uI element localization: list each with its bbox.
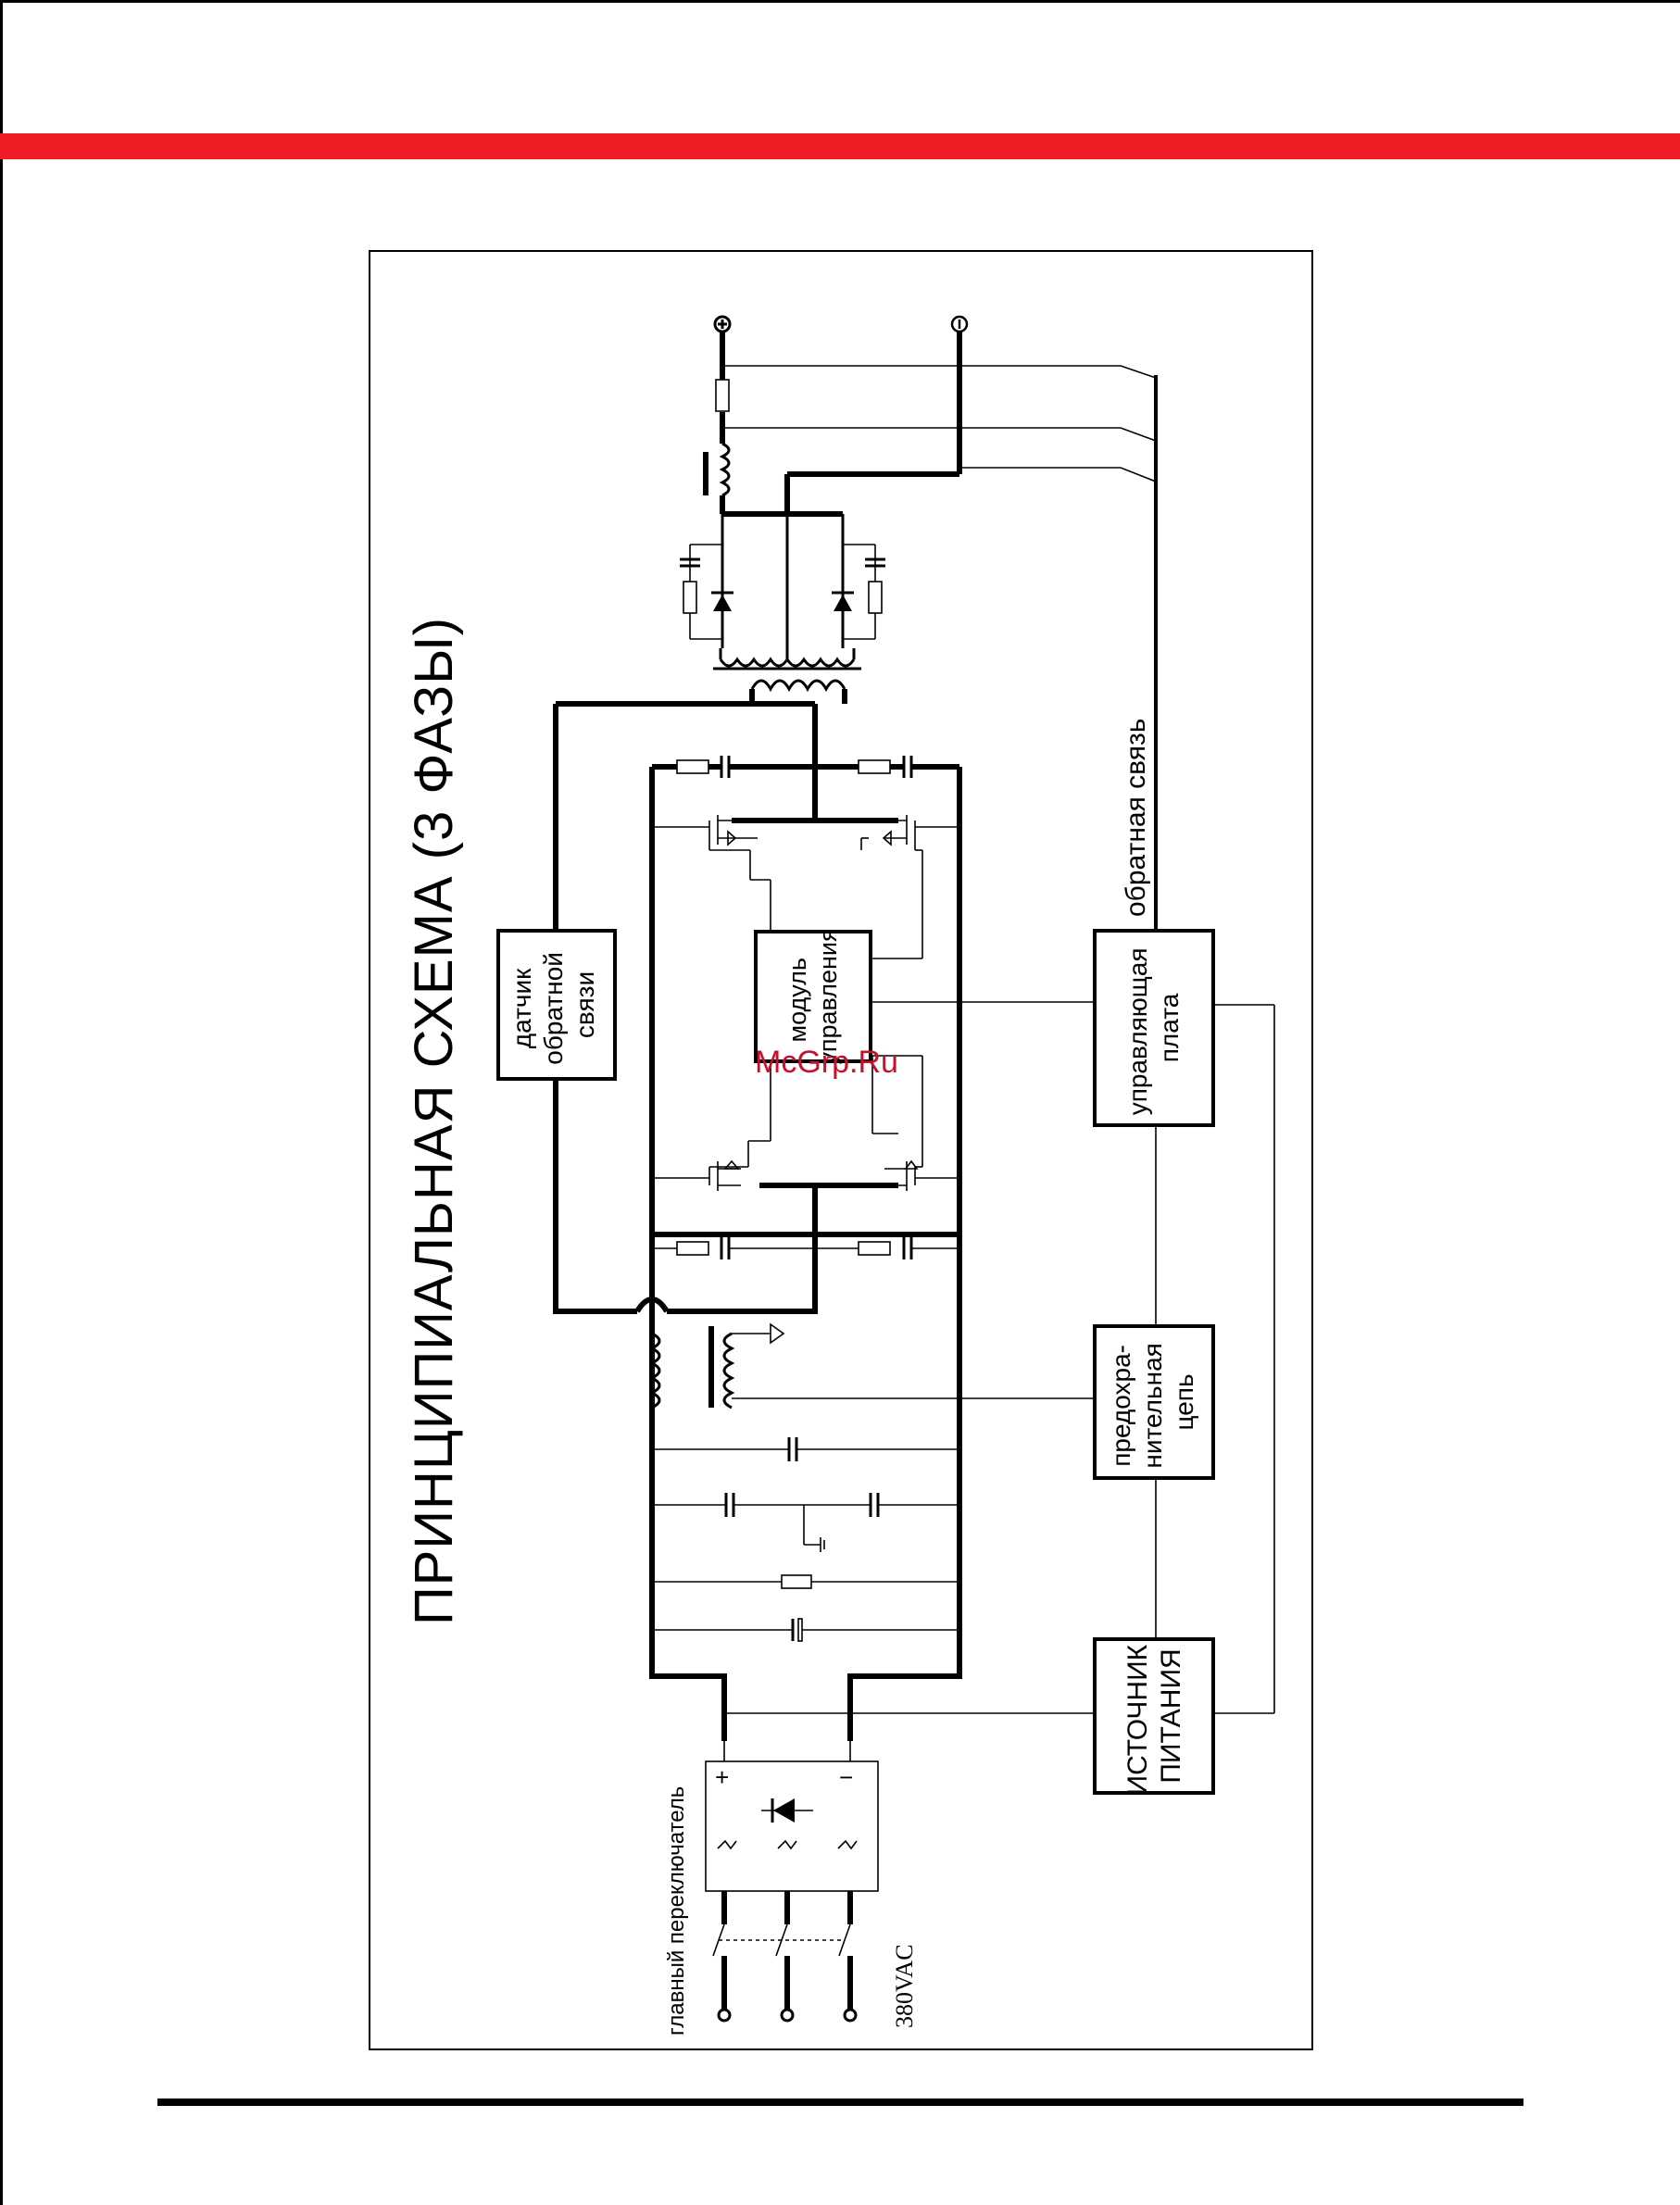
protection-circuit-line3: цепь — [1170, 1373, 1198, 1430]
power-source-line1: ИСТОЧНИК — [1122, 1644, 1153, 1795]
control-board-line2: плата — [1155, 993, 1184, 1062]
protection-circuit-line2: нительная — [1138, 1343, 1167, 1468]
main-switch-label: главный переключатель — [664, 1786, 689, 2036]
top-accent-bar — [0, 133, 1680, 159]
bottom-rule — [157, 2099, 1523, 2106]
page-left-rule — [0, 0, 3, 2205]
rectifier-plus-label: + — [715, 1763, 729, 1791]
watermark-text: McGrp.Ru — [755, 1045, 898, 1080]
page-top-rule — [0, 0, 1680, 3]
protection-circuit-block: предохра- нительная цепь — [1095, 1326, 1213, 1478]
feedback-sensor-line2: обратной — [539, 952, 568, 1065]
feedback-label: обратная связь — [1121, 719, 1151, 917]
diagram-title: ПРИНЦИПИАЛЬНАЯ СХЕМА (3 ФАЗЫ) — [404, 617, 464, 1625]
protection-circuit-line1: предохра- — [1107, 1345, 1135, 1467]
mains-voltage-label: 380VAC — [891, 1944, 918, 2028]
lower-bridge-half — [652, 1056, 959, 1304]
feedback-sensor-line1: датчик — [508, 968, 536, 1048]
control-board-line1: управляющая — [1123, 947, 1152, 1115]
power-source-line2: ПИТАНИЯ — [1156, 1648, 1186, 1783]
rectifier-minus-label: − — [839, 1763, 853, 1791]
output-transformer — [556, 317, 967, 933]
feedback-sensor-block: датчик обратной связи — [498, 931, 615, 1079]
feedback-sensor-line3: связи — [570, 971, 599, 1038]
power-source-block: ИСТОЧНИК ПИТАНИЯ — [1095, 1637, 1213, 1796]
upper-bridge-half — [652, 756, 959, 958]
control-module-line1: модуль — [784, 958, 811, 1042]
filter-capacitor-bank — [652, 1437, 959, 1641]
control-board-block: управляющая плата — [1095, 931, 1213, 1125]
